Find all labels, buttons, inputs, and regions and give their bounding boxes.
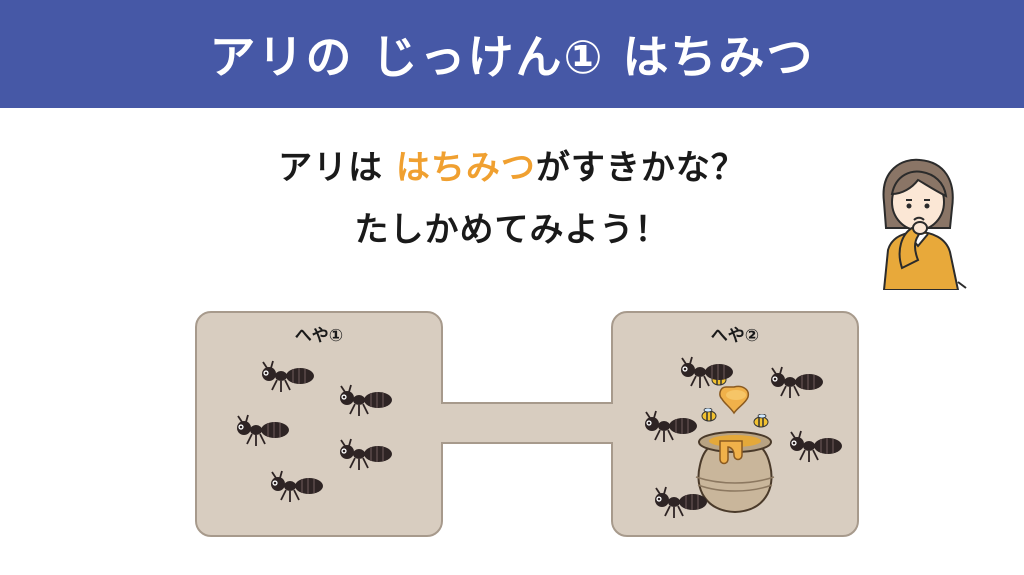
question-text-before: アリは	[278, 148, 396, 188]
ant-icon	[644, 410, 698, 443]
ant-icon	[270, 470, 324, 503]
bee-icon	[701, 408, 717, 422]
question-text-after: がすきかな？	[535, 148, 746, 188]
question-highlight: はちみつ	[395, 148, 536, 188]
ant-icon	[339, 384, 393, 417]
question-line-2: たしかめてみよう！	[354, 210, 670, 250]
ant-icon	[339, 438, 393, 471]
ant-icon	[770, 366, 824, 399]
thinking-person-icon	[882, 158, 967, 290]
ant-icon	[236, 414, 290, 447]
ant-icon	[680, 356, 734, 389]
page-title: アリの じっけん① はちみつ	[209, 30, 815, 84]
connecting-tunnel	[441, 402, 613, 444]
room-1-label: へや①	[294, 326, 344, 346]
room-2-label: へや②	[710, 326, 760, 346]
ant-icon	[654, 486, 708, 519]
room-1: へや①	[195, 311, 443, 537]
bee-icon	[753, 414, 769, 428]
ant-icon	[261, 360, 315, 393]
ant-icon	[789, 430, 843, 463]
title-banner: アリの じっけん① はちみつ	[0, 0, 1024, 108]
question-line-1: アリは はちみつがすきかな？	[0, 140, 1024, 189]
honey-pot-icon	[695, 385, 775, 514]
